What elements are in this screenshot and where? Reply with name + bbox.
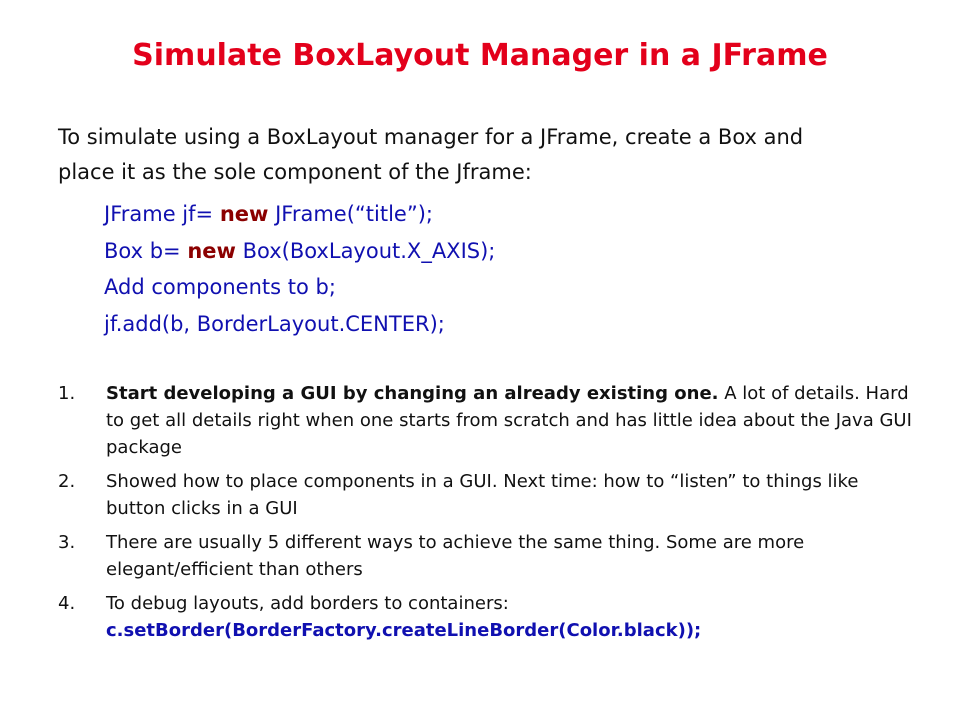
intro-line-1: To simulate using a BoxLayout manager fo… bbox=[58, 125, 804, 149]
numbered-list: 1. Start developing a GUI by changing an… bbox=[58, 380, 918, 651]
list-item: 3. There are usually 5 different ways to… bbox=[58, 529, 918, 583]
code-line: JFrame jf= new JFrame(“title”); bbox=[104, 196, 864, 233]
item-code: c.setBorder(BorderFactory.createLineBord… bbox=[106, 620, 702, 641]
code-keyword: new bbox=[187, 238, 236, 263]
list-item: 2. Showed how to place components in a G… bbox=[58, 468, 918, 522]
code-line: jf.add(b, BorderLayout.CENTER); bbox=[104, 306, 864, 343]
item-number: 4. bbox=[58, 593, 76, 614]
item-bold-text: Start developing a GUI by changing an al… bbox=[106, 383, 719, 404]
code-text: Add components to b; bbox=[104, 275, 336, 299]
item-number: 3. bbox=[58, 532, 76, 553]
code-text: Box b= bbox=[104, 238, 188, 263]
slide-title: Simulate BoxLayout Manager in a JFrame bbox=[132, 38, 828, 73]
list-item: 4. To debug layouts, add borders to cont… bbox=[58, 590, 918, 644]
item-number: 1. bbox=[58, 383, 76, 404]
item-text: To debug layouts, add borders to contain… bbox=[106, 593, 509, 614]
code-line: Add components to b; bbox=[104, 269, 864, 306]
item-number: 2. bbox=[58, 471, 76, 492]
code-text: JFrame jf= bbox=[104, 202, 220, 226]
code-line: Box b= new Box(BoxLayout.X_AXIS); bbox=[104, 233, 864, 270]
code-text: JFrame(“title”); bbox=[268, 202, 433, 226]
code-keyword: new bbox=[219, 202, 269, 226]
item-text: There are usually 5 different ways to ac… bbox=[106, 532, 805, 580]
list-item: 1. Start developing a GUI by changing an… bbox=[58, 380, 918, 461]
code-text: jf.add(b, BorderLayout.CENTER); bbox=[104, 311, 445, 336]
code-text: Box(BoxLayout.X_AXIS); bbox=[235, 238, 496, 263]
code-block: JFrame jf= new JFrame(“title”); Box b= n… bbox=[104, 196, 864, 342]
intro-paragraph: To simulate using a BoxLayout manager fo… bbox=[58, 120, 918, 190]
intro-line-2: place it as the sole component of the Jf… bbox=[58, 160, 532, 184]
item-text: A lot of details. Hard to get all detail… bbox=[106, 383, 912, 458]
item-text: Showed how to place components in a GUI.… bbox=[106, 471, 859, 519]
